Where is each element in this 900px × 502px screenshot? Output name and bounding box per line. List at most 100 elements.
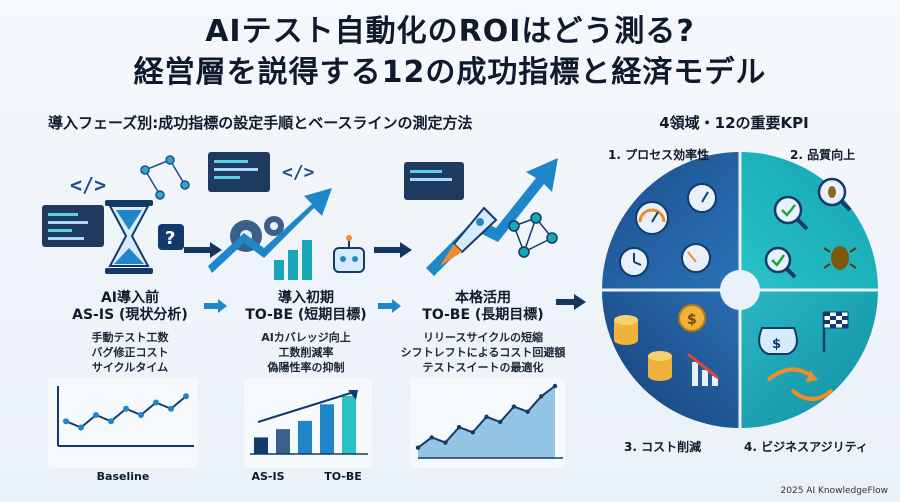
growth-data-point bbox=[539, 394, 544, 399]
code-window-icon bbox=[208, 152, 270, 192]
bug-icon bbox=[823, 246, 857, 270]
title-line-1: AIテスト自動化のROIはどう測る? bbox=[205, 14, 695, 49]
phase-3-title-line-2: TO-BE (長期目標) bbox=[422, 307, 544, 323]
robot-icon bbox=[333, 235, 365, 273]
growth-data-point bbox=[415, 445, 421, 450]
growth-data-point bbox=[456, 424, 462, 430]
baseline-data-point bbox=[108, 418, 114, 425]
baseline-line-chart bbox=[57, 386, 194, 447]
kpi-label-process: 1. プロセス効率性 bbox=[608, 148, 710, 162]
asis-label: AS-IS bbox=[251, 470, 285, 483]
baseline-data-point bbox=[183, 393, 189, 400]
coin-stack-icon bbox=[648, 351, 672, 381]
arrow-right-icon bbox=[184, 242, 222, 258]
code-window-icon bbox=[42, 205, 104, 247]
bar bbox=[320, 404, 334, 454]
bar bbox=[298, 420, 312, 454]
phase-2-title-line-2: TO-BE (短期目標) bbox=[245, 307, 367, 323]
rocket-icon bbox=[440, 206, 498, 266]
network-nodes-icon bbox=[508, 212, 558, 258]
network-nodes-icon bbox=[140, 155, 190, 200]
magnifier-check-icon bbox=[773, 195, 809, 231]
bar bbox=[276, 429, 290, 454]
arrow-right-small-icon bbox=[204, 299, 227, 313]
magnifier-check-icon bbox=[764, 246, 797, 279]
phase-2-item: 偽陽性率の抑制 bbox=[267, 361, 345, 374]
footer-credit: 2025 AI KnowledgeFlow bbox=[780, 486, 888, 496]
growth-data-point bbox=[525, 409, 530, 414]
rocket-illustration bbox=[404, 158, 558, 276]
baseline-data-point bbox=[63, 418, 69, 425]
kpi-label-agility: 4. ビジネスアジリティ bbox=[744, 440, 868, 454]
svg-text:$: $ bbox=[772, 337, 781, 352]
gauge-icon bbox=[681, 243, 711, 273]
phase-3-title: 本格活用 TO-BE (長期目標) bbox=[398, 290, 568, 324]
trend-arrow-head bbox=[348, 390, 358, 400]
svg-text:?: ? bbox=[165, 228, 175, 249]
baseline-data-point bbox=[123, 405, 129, 412]
hourglass-icon bbox=[105, 200, 153, 274]
area-chart-box bbox=[410, 378, 565, 468]
magnifier-bug-icon bbox=[817, 177, 852, 212]
trend-up-arrow-icon bbox=[208, 188, 332, 273]
phase-1-title-line-2: AS-IS (現状分析) bbox=[72, 307, 188, 323]
gauge-icon bbox=[635, 201, 669, 235]
baseline-data-point bbox=[153, 399, 159, 406]
baseline-series-line bbox=[65, 395, 187, 429]
phase-2-title: 導入初期 TO-BE (短期目標) bbox=[226, 290, 386, 324]
growth-area-chart bbox=[415, 383, 563, 459]
baseline-label: Baseline bbox=[96, 470, 150, 483]
phase-1-items: 手動テスト工数 バグ修正コスト サイクルタイム bbox=[60, 330, 200, 375]
arrow-right-small-icon bbox=[378, 299, 401, 313]
growth-illustration: </> bbox=[208, 152, 365, 280]
phase-1-item: 手動テスト工数 bbox=[91, 331, 169, 344]
checkered-flag-icon bbox=[822, 311, 849, 352]
growth-data-point bbox=[498, 419, 503, 425]
bar-mini-icon bbox=[274, 240, 312, 280]
phase-2-item: 工数削減率 bbox=[278, 346, 334, 359]
baseline-data-point bbox=[138, 412, 144, 418]
cost-down-chart-icon bbox=[687, 352, 719, 386]
kpi-quadrant-quality bbox=[740, 152, 878, 290]
question-icon: ? bbox=[158, 224, 184, 250]
bar-chart-box bbox=[244, 378, 372, 468]
phase-2-items: AIカバレッジ向上 工数削減率 偽陽性率の抑制 bbox=[226, 330, 386, 375]
growth-data-point bbox=[470, 430, 475, 435]
phase-1-item: サイクルタイム bbox=[91, 361, 169, 374]
gauge-icon bbox=[687, 183, 717, 213]
svg-text:$: $ bbox=[687, 312, 697, 328]
growth-data-point bbox=[552, 383, 558, 389]
phase-1-title-line-1: AI導入前 bbox=[100, 290, 160, 306]
kpi-label-cost: 3. コスト削減 bbox=[624, 440, 702, 454]
tobe-label: TO-BE bbox=[324, 470, 362, 483]
kpi-label-quality: 2. 品質向上 bbox=[790, 148, 856, 162]
baseline-data-point bbox=[93, 412, 99, 418]
phase-3-item: リリースサイクルの短縮 bbox=[423, 331, 543, 344]
baseline-chart-box bbox=[48, 378, 198, 468]
growth-data-point bbox=[511, 404, 517, 409]
svg-text:</>: </> bbox=[70, 173, 106, 197]
phase-1-title: AI導入前 AS-IS (現状分析) bbox=[60, 290, 200, 324]
phase-3-item: シフトレフトによるコスト回避額 bbox=[400, 346, 566, 359]
growth-area bbox=[418, 386, 555, 458]
right-section-heading: 4領域・12の重要KPI bbox=[659, 114, 809, 132]
phase-2-title-line-1: 導入初期 bbox=[278, 290, 334, 306]
clock-icon bbox=[619, 247, 649, 277]
growth-data-point bbox=[429, 435, 434, 440]
left-section-heading: 導入フェーズ別:成功指標の設定手順とベースラインの測定方法 bbox=[48, 114, 473, 132]
money-bag-icon: $ bbox=[758, 327, 798, 355]
growth-data-point bbox=[484, 414, 489, 420]
arrow-right-icon bbox=[556, 294, 586, 310]
phase-1-item: バグ修正コスト bbox=[91, 346, 169, 359]
kpi-quadrant-agility bbox=[740, 290, 878, 428]
title-line-2: 経営層を説得する12の成功指標と経済モデル bbox=[133, 55, 767, 90]
phase-2-item: AIカバレッジ向上 bbox=[261, 331, 351, 344]
trend-line bbox=[257, 391, 355, 423]
baseline-data-point bbox=[78, 424, 84, 431]
hourglass-illustration: </> ? bbox=[42, 155, 190, 274]
phase-3-title-line-1: 本格活用 bbox=[455, 290, 511, 306]
bar bbox=[254, 437, 268, 454]
svg-text:</>: </> bbox=[282, 162, 315, 183]
bar bbox=[342, 396, 356, 454]
baseline-data-point bbox=[168, 405, 174, 412]
